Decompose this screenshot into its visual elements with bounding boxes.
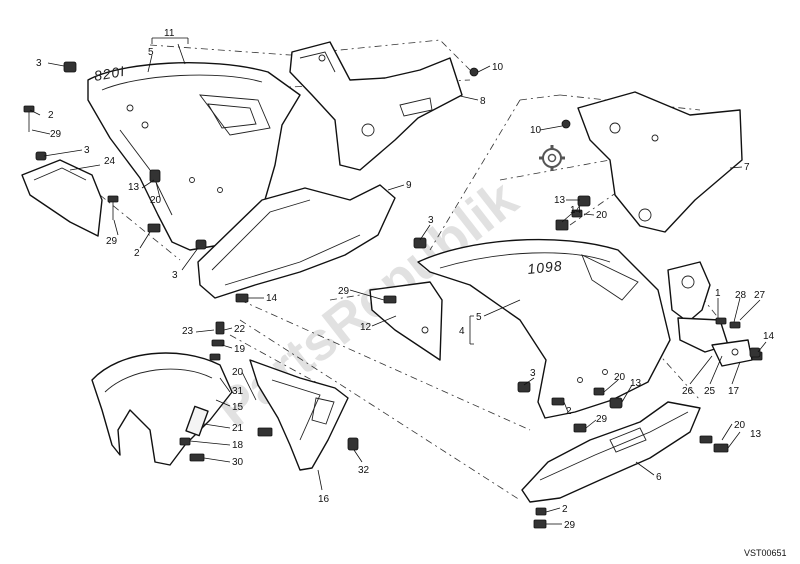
- callout-label: 1: [715, 288, 721, 299]
- callout-label: 3: [428, 215, 434, 226]
- callout-label: 10: [530, 125, 542, 136]
- callout-label: 14: [266, 293, 278, 304]
- callout-label: 2: [562, 504, 568, 515]
- callout-label: 29: [564, 520, 576, 531]
- left-fairing-badge: 820I: [93, 63, 127, 84]
- callout-label: 4: [459, 326, 465, 337]
- drawing-code: VST00651: [744, 548, 787, 558]
- callout-label: 19: [234, 344, 246, 355]
- callout-label: 8: [480, 96, 486, 107]
- gear-icon: [539, 145, 565, 171]
- callout-label: 20: [614, 372, 626, 383]
- callout-label: 5: [148, 47, 154, 58]
- callout-label: 22: [234, 324, 246, 335]
- front-mudguard-part: [91, 352, 233, 466]
- callout-label: 9: [406, 180, 412, 191]
- callout-label: 26: [682, 386, 694, 397]
- right-fairing-badge: 1098: [527, 257, 564, 277]
- callout-label: 5: [476, 312, 482, 323]
- callout-label: 14: [570, 205, 582, 216]
- callout-label: 2: [566, 406, 572, 417]
- callout-label: 30: [232, 457, 244, 468]
- callout-label: 13: [128, 182, 140, 193]
- callout-label: 3: [172, 270, 178, 281]
- callout-label: 13: [630, 378, 642, 389]
- callout-label: 13: [750, 429, 762, 440]
- callout-label: 20: [734, 420, 746, 431]
- callout-label: 20: [150, 195, 162, 206]
- callout-label: 27: [754, 290, 766, 301]
- callout-label: 20: [596, 210, 608, 221]
- callout-label: 31: [232, 386, 244, 397]
- callout-label: 29: [596, 414, 608, 425]
- callout-label: 24: [104, 156, 116, 167]
- callout-label: 13: [554, 195, 566, 206]
- inner-bracket-part: [289, 41, 463, 171]
- callout-label: 2: [48, 110, 54, 121]
- right-cover-plate-part: [577, 91, 743, 233]
- lower-right-belly-part: [521, 401, 701, 503]
- callout-label: 29: [50, 129, 62, 140]
- callout-label: 11: [164, 28, 175, 39]
- callout-label: 15: [232, 402, 244, 413]
- callout-label: 29: [106, 236, 118, 247]
- callout-label: 10: [492, 62, 504, 73]
- callout-label: 28: [735, 290, 747, 301]
- side-triangular-panel-part: [249, 359, 349, 471]
- callout-label: 21: [232, 423, 244, 434]
- callout-label: 2: [134, 248, 140, 259]
- callout-label: 3: [36, 58, 42, 69]
- left-upper-fairing-part: 820I: [87, 62, 301, 251]
- callout-label: 12: [360, 322, 372, 333]
- callout-label: 18: [232, 440, 244, 451]
- callout-leader-lines: [29, 37, 767, 525]
- callout-label: 16: [318, 494, 330, 505]
- callout-label: 17: [728, 386, 740, 397]
- callout-label: 14: [763, 331, 775, 342]
- callout-label: 6: [656, 472, 662, 483]
- right-bracket-assembly-part: [667, 261, 753, 367]
- lower-belly-section-part: [197, 184, 396, 299]
- callout-label: 20: [232, 367, 244, 378]
- callout-label: 3: [530, 368, 536, 379]
- callout-label: 23: [182, 326, 194, 337]
- callout-label: 32: [358, 465, 370, 476]
- callout-label: 3: [84, 145, 90, 156]
- callout-numbers: 3 5 11 10 8 2 29 3 24 13 20 9 29 2 3 7 1…: [36, 28, 775, 531]
- callout-label: 7: [744, 162, 750, 173]
- right-main-fairing-part: 1098: [417, 238, 671, 419]
- callout-label: 25: [704, 386, 716, 397]
- small-side-panel-part: [21, 159, 103, 237]
- callout-label: 29: [338, 286, 350, 297]
- hardware-fasteners: [23, 61, 763, 529]
